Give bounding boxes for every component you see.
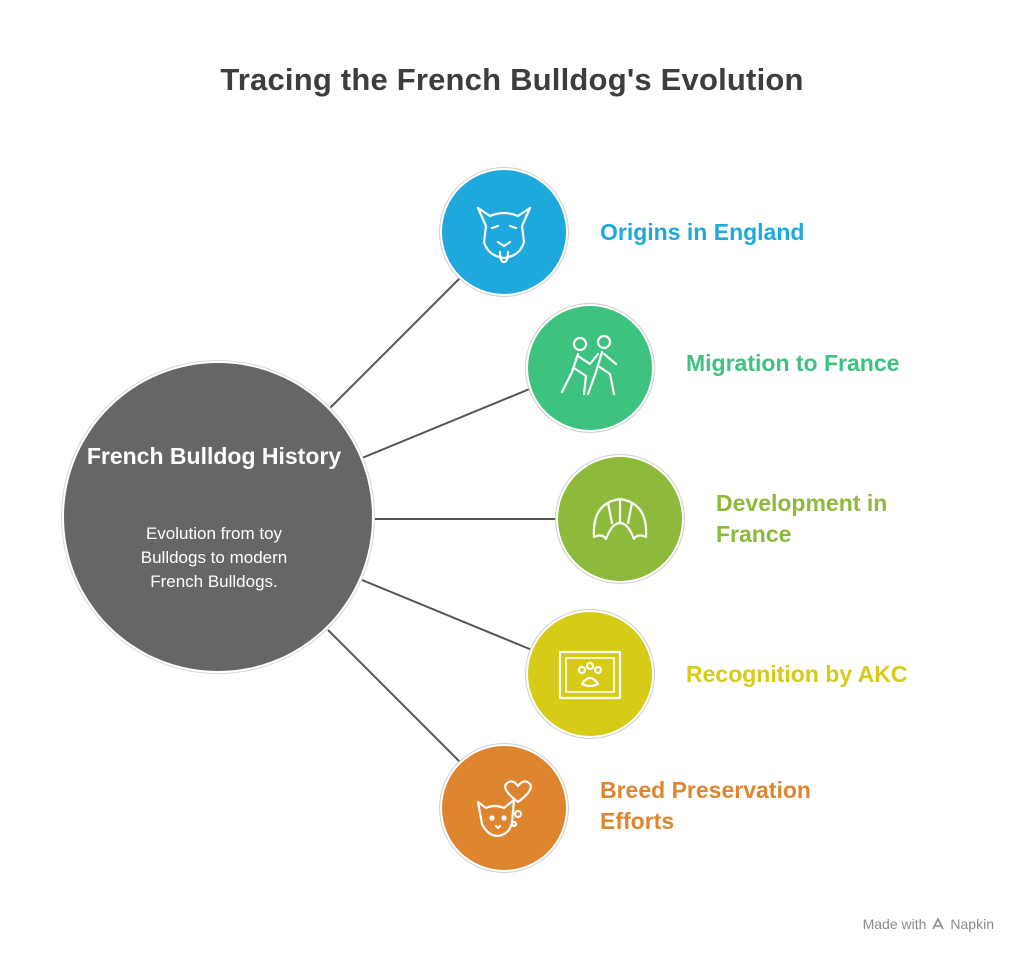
label-migration-to-france: Migration to France bbox=[686, 350, 900, 376]
connector-line-1 bbox=[327, 275, 463, 411]
node-development-in-france bbox=[558, 457, 682, 581]
center-description: Evolution from toy Bulldogs to modern Fr… bbox=[140, 524, 288, 591]
paw-certificate-icon bbox=[558, 650, 622, 700]
center-title: French Bulldog History bbox=[86, 443, 342, 469]
label-breed-preservation-efforts: Breed Preservation Efforts bbox=[600, 777, 811, 834]
watermark: Made with Napkin bbox=[863, 916, 994, 932]
center-circle bbox=[64, 363, 372, 671]
connector-line-5 bbox=[327, 629, 463, 765]
croissant-icon bbox=[592, 497, 648, 541]
connector-line-4 bbox=[361, 579, 533, 651]
node-recognition-by-akc bbox=[528, 612, 652, 736]
node-breed-preservation-efforts bbox=[442, 746, 566, 870]
connector-line-2 bbox=[361, 387, 533, 459]
node-migration-to-france bbox=[528, 306, 652, 430]
dog-face-icon bbox=[476, 206, 532, 264]
label-origins-in-england: Origins in England bbox=[600, 219, 805, 245]
dog-heart-icon bbox=[476, 780, 532, 838]
diagram-title: Tracing the French Bulldog's Evolution bbox=[220, 62, 804, 97]
walking-people-icon bbox=[560, 334, 618, 396]
node-origins-in-england bbox=[442, 170, 566, 294]
watermark-prefix: Made with bbox=[862, 916, 927, 932]
label-development-in-france: Development in France bbox=[716, 490, 888, 547]
watermark-brand: Napkin bbox=[950, 916, 994, 932]
label-recognition-by-akc: Recognition by AKC bbox=[686, 661, 908, 687]
napkin-logo-icon bbox=[932, 917, 945, 930]
